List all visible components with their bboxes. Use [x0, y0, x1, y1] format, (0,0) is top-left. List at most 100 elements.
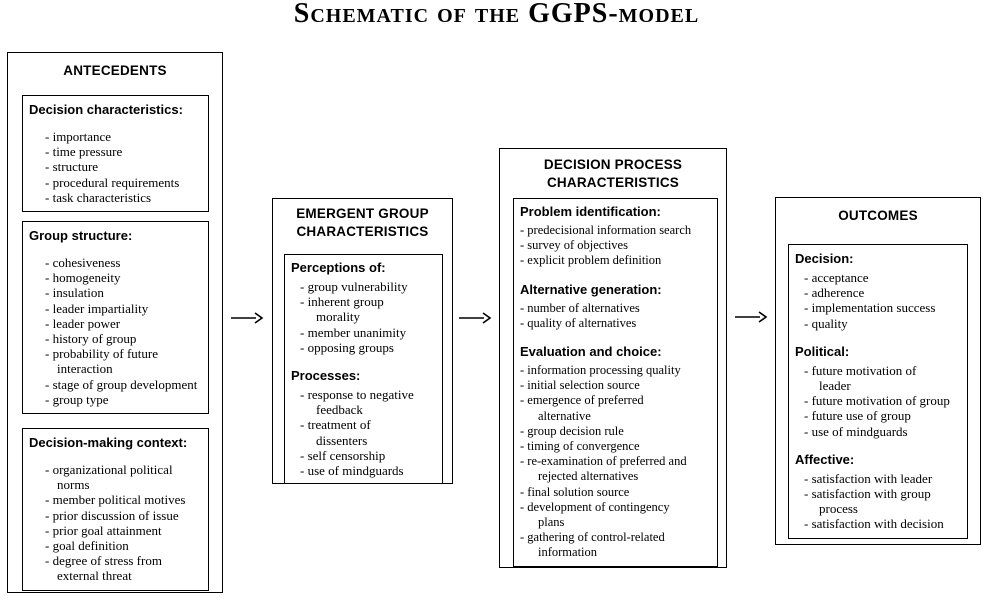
list-item: - time pressure [45, 144, 123, 160]
box-group-structure: Group structure: - cohesiveness- homogen… [22, 221, 209, 415]
list-item: - satisfaction with leader [804, 470, 933, 486]
list-item: - development of contingency plans [520, 499, 670, 530]
list-item: - adherence [804, 285, 865, 301]
section-political-outcomes: Political: - future motivation of leader… [795, 344, 961, 439]
list-item: - procedural requirements [45, 174, 180, 190]
evaluation-and-choice-list: - information processing quality- initia… [520, 363, 711, 561]
list-item: - inherent group morality [300, 294, 384, 325]
list-item: - future motivation of group [804, 393, 950, 409]
box-outcomes-inner: Decision: - acceptance- adherence- imple… [788, 244, 968, 539]
decision-characteristics-heading: Decision characteristics: [29, 102, 183, 117]
section-problem-identification: Problem identification: - predecisional … [520, 204, 711, 269]
problem-identification-heading: Problem identification: [520, 204, 661, 219]
decision-characteristics-list: - importance- time pressure- structure- … [29, 129, 202, 205]
list-item: - quality of alternatives [520, 315, 637, 330]
box-antecedents: ANTECEDENTS Decision characteristics: - … [7, 52, 223, 593]
box-decision-process-characteristics: DECISION PROCESS CHARACTERISTICS Problem… [499, 148, 727, 568]
list-item: - self censorship [300, 447, 386, 463]
outcomes-heading: OUTCOMES [838, 208, 918, 223]
list-item: - prior goal attainment [45, 522, 162, 538]
list-item: - stage of group development [45, 376, 198, 392]
decision-process-heading: DECISION PROCESS CHARACTERISTICS [543, 157, 683, 190]
list-item: - explicit problem definition [520, 253, 662, 268]
box-emergent-group-inner: Perceptions of: - group vulnerability- i… [284, 254, 443, 485]
list-item: - re-examination of preferred and reject… [520, 454, 687, 484]
section-evaluation-and-choice: Evaluation and choice: - information pro… [520, 344, 711, 561]
affective-outcomes-heading: Affective: [795, 451, 855, 467]
list-item: - final solution source [520, 484, 630, 499]
list-item: - information processing quality [520, 363, 681, 378]
list-item: - goal definition [45, 538, 129, 554]
list-item: - homogeneity [45, 270, 121, 286]
list-item: - degree of stress from external threat [45, 553, 162, 584]
list-item: - gathering of control-related informati… [520, 530, 665, 560]
section-group-structure: Group structure: - cohesiveness- homogen… [29, 228, 202, 407]
flow-arrow-emergent-to-process-icon [459, 312, 492, 324]
political-outcomes-list: - future motivation of leader- future mo… [795, 363, 961, 439]
section-decision-outcomes: Decision: - acceptance- adherence- imple… [795, 251, 961, 331]
section-processes: Processes: - response to negative feedba… [291, 368, 436, 478]
decision-making-context-list: - organizational political norms- member… [29, 462, 202, 584]
antecedents-heading: ANTECEDENTS [63, 63, 167, 78]
list-item: - future motivation of leader [804, 362, 917, 394]
list-item: - timing of convergence [520, 439, 640, 454]
list-item: - member unanimity [300, 324, 407, 340]
flow-arrow-antecedents-to-emergent-icon [231, 312, 264, 324]
box-decision-process-inner: Problem identification: - predecisional … [513, 198, 718, 567]
section-alternative-generation: Alternative generation: - number of alte… [520, 282, 711, 331]
evaluation-and-choice-heading: Evaluation and choice: [520, 344, 662, 360]
list-item: - number of alternatives [520, 300, 640, 315]
list-item: - predecisional information search [520, 223, 692, 237]
list-item: - acceptance [804, 270, 869, 285]
list-item: - organizational political norms [45, 462, 173, 493]
alternative-generation-heading: Alternative generation: [520, 281, 662, 297]
list-item: - importance [45, 129, 112, 144]
group-structure-heading: Group structure: [29, 228, 133, 243]
decision-outcomes-list: - acceptance- adherence- implementation … [795, 270, 961, 331]
political-outcomes-heading: Political: [795, 343, 850, 359]
list-item: - leader power [45, 315, 121, 331]
section-decision-making-context: Decision-making context: - organizationa… [29, 435, 202, 584]
section-affective-outcomes: Affective: - satisfaction with leader- s… [795, 452, 961, 532]
list-item: - satisfaction with decision [804, 516, 944, 532]
processes-heading: Processes: [291, 368, 361, 384]
list-item: - group vulnerability [300, 279, 408, 294]
processes-list: - response to negative feedback- treatme… [291, 387, 436, 478]
list-item: - leader impartiality [45, 300, 149, 316]
list-item: - group type [45, 391, 109, 407]
alternative-generation-list: - number of alternatives- quality of alt… [520, 301, 711, 331]
list-item: - use of mindguards [300, 463, 404, 479]
decision-making-context-heading: Decision-making context: [29, 435, 188, 450]
section-perceptions: Perceptions of: - group vulnerability- i… [291, 260, 436, 355]
section-decision-characteristics: Decision characteristics: - importance- … [29, 102, 202, 205]
problem-identification-list: - predecisional information search- surv… [520, 223, 711, 269]
list-item: - structure [45, 159, 99, 175]
list-item: - initial selection source [520, 378, 640, 393]
affective-outcomes-list: - satisfaction with leader- satisfaction… [795, 471, 961, 532]
list-item: - future use of group [804, 408, 911, 424]
decision-outcomes-heading: Decision: [795, 251, 854, 266]
list-item: - insulation [45, 285, 104, 301]
box-outcomes: OUTCOMES Decision: - acceptance- adheren… [775, 197, 981, 545]
list-item: - quality [804, 315, 848, 331]
list-item: - history of group [45, 331, 137, 347]
list-item: - emergence of preferred alternative [520, 393, 644, 423]
list-item: - implementation success [804, 300, 936, 316]
perceptions-list: - group vulnerability- inherent group mo… [291, 279, 436, 355]
perceptions-heading: Perceptions of: [291, 260, 386, 275]
list-item: - treatment of dissenters [300, 417, 371, 448]
list-item: - response to negative feedback [300, 387, 414, 418]
diagram-title: Schematic of the GGPS-model [293, 0, 700, 29]
list-item: - task characteristics [45, 189, 152, 205]
flow-arrow-process-to-outcomes-icon [735, 311, 768, 323]
group-structure-list: - cohesiveness- homogeneity- insulation-… [29, 255, 202, 407]
box-emergent-group-characteristics: EMERGENT GROUP CHARACTERISTICS Perceptio… [272, 198, 453, 485]
list-item: - probability of future interaction [45, 346, 158, 377]
list-item: - opposing groups [300, 339, 394, 355]
box-decision-making-context: Decision-making context: - organizationa… [22, 428, 209, 591]
list-item: - prior discussion of issue [45, 507, 179, 523]
emergent-group-heading: EMERGENT GROUP CHARACTERISTICS [296, 206, 429, 239]
list-item: - satisfaction with group process [804, 486, 931, 517]
list-item: - use of mindguards [804, 423, 908, 439]
